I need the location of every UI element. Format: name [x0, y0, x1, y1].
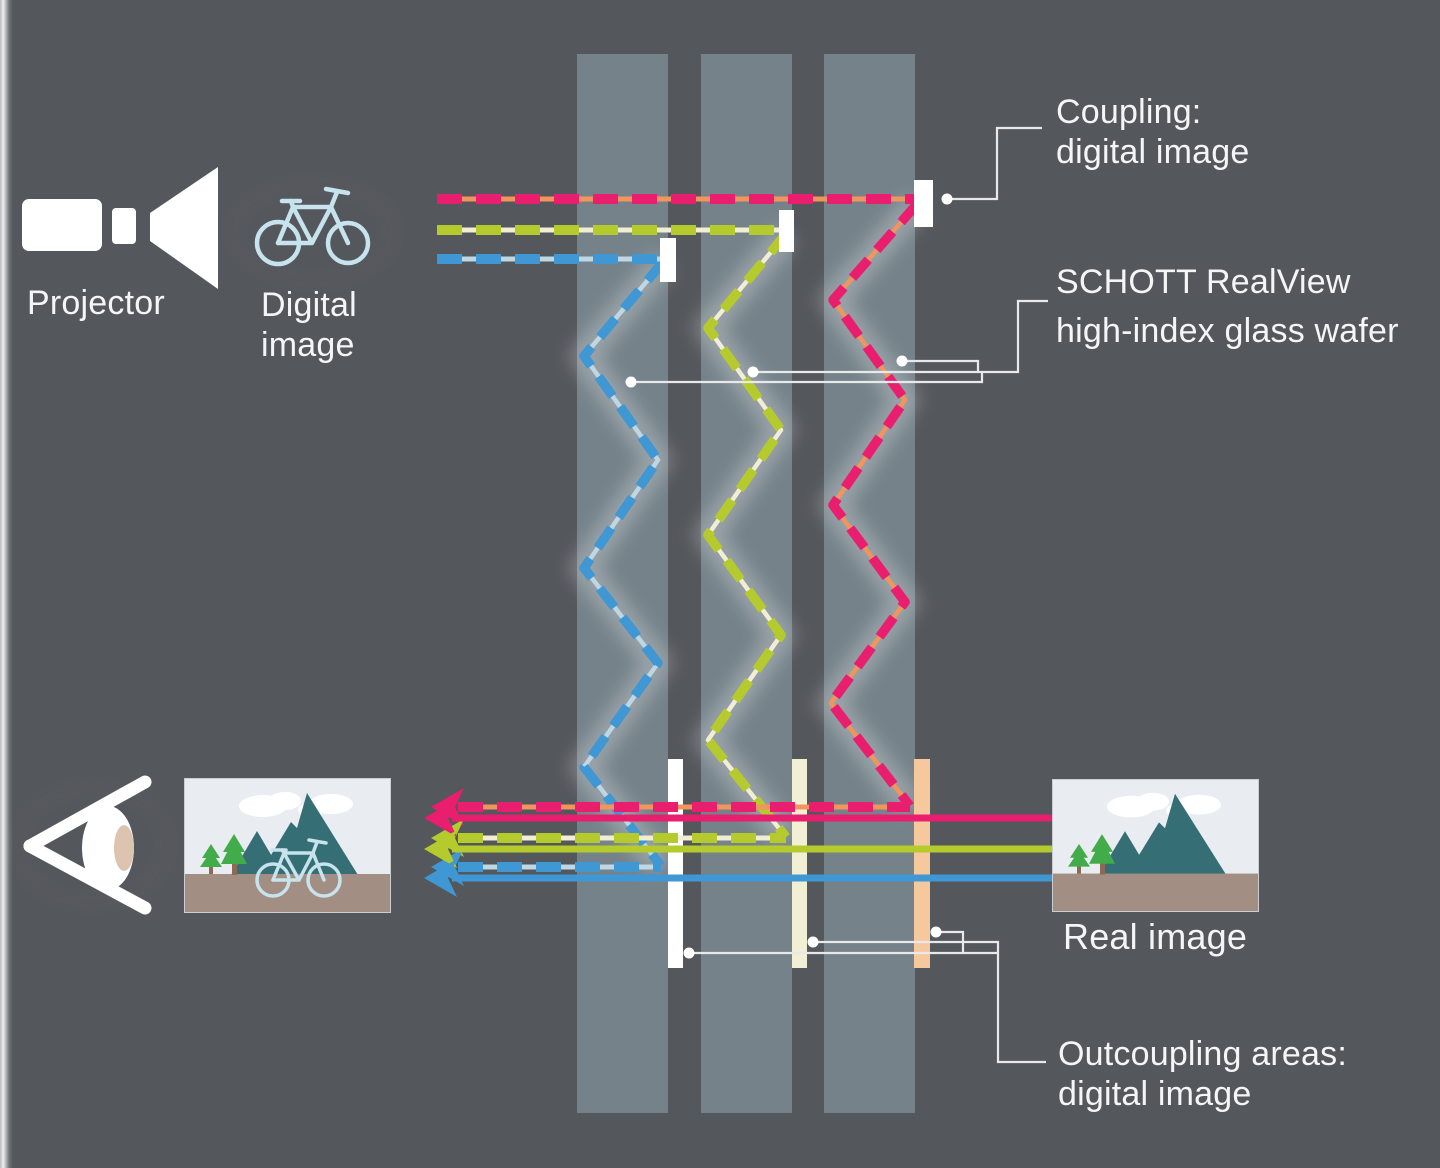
outcoupling-bar-2 [792, 759, 807, 968]
real-image-ray-blue [424, 859, 1055, 897]
outcoupling-label-line1: Outcoupling areas: [1058, 1035, 1347, 1073]
coupling-label: Coupling: digital image [1056, 92, 1250, 172]
bicycle-icon [254, 186, 371, 267]
outcoupling-leaders [683, 926, 1046, 1064]
bicycle-overlay-icon [255, 838, 342, 898]
digital-image-label: Digital image [261, 286, 357, 364]
schott-realview-label: SCHOTT RealView high-index glass wafer [1056, 258, 1399, 356]
real-image-label: Real image [1063, 916, 1248, 957]
coupling-label-line2: digital image [1056, 133, 1250, 171]
page-edge-strip [0, 0, 13, 1168]
zigzag-ray-blue [579, 258, 667, 869]
real-image-thumbnail [1052, 779, 1259, 912]
outcoupling-label-line2: digital image [1058, 1075, 1252, 1113]
schott-label-line1: SCHOTT RealView [1056, 263, 1351, 301]
coupling-label-line1: Coupling: [1056, 93, 1202, 131]
coupling-marker-1 [660, 238, 676, 282]
coupling-leader [941, 126, 1042, 205]
wafer-leaders [625, 299, 1048, 388]
outcoupling-areas [668, 759, 930, 968]
glow-layer [16, 183, 1053, 904]
schott-label-line2: high-index glass wafer [1056, 312, 1399, 350]
coupling-areas [660, 180, 933, 282]
outcoupling-label: Outcoupling areas: digital image [1058, 1034, 1347, 1114]
projector-icon [22, 167, 218, 289]
coupling-marker-2 [779, 210, 794, 252]
arrow-head [424, 859, 457, 897]
outcoupling-bar-1 [668, 759, 683, 968]
coupling-marker-3 [914, 180, 933, 227]
real-image-ray-pink [424, 799, 1055, 837]
real-image-ray-green [424, 830, 1055, 868]
projector-label: Projector [27, 284, 165, 322]
eye-icon [23, 775, 152, 915]
arrow-head [424, 799, 457, 837]
outcoupling-bar-3 [914, 759, 930, 968]
arrow-head [424, 830, 457, 868]
zigzag-ray-green [703, 230, 790, 840]
combined-view-image [184, 778, 391, 913]
zigzag-ray-pink [826, 200, 921, 809]
